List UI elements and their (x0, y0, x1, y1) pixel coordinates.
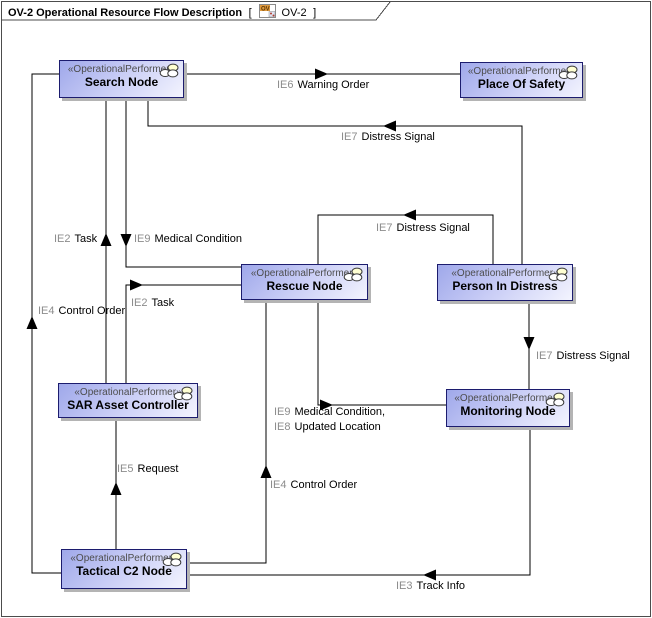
stereotype-label: «OperationalPerformer» (467, 66, 576, 77)
node-sar-asset-controller[interactable]: «OperationalPerformer» SAR Asset Control… (58, 383, 198, 418)
flow-name: Warning Order (297, 79, 370, 91)
performer-icon (173, 386, 193, 401)
flow-id: IE2 (54, 233, 71, 245)
flow-id: IE7 (341, 131, 358, 143)
flow-id: IE7 (536, 350, 553, 362)
flow-name: Task (151, 297, 175, 309)
connector-ie2-task-to-search-node[interactable] (100, 98, 112, 383)
flow-id: IE9 (134, 233, 151, 245)
flow-name: Medical Condition, (294, 406, 386, 418)
flow-name: Distress Signal (396, 222, 470, 234)
connector-ie4-control-order-to-search-node[interactable] (26, 73, 62, 574)
bracket-open-text: [ (248, 7, 252, 19)
flow-name: Medical Condition (154, 233, 242, 245)
node-name: Tactical C2 Node (76, 564, 172, 578)
flow-id: IE2 (131, 297, 148, 309)
connector-ie6-warning-order[interactable] (184, 68, 460, 80)
stereotype-label: «OperationalPerformer» (250, 268, 359, 279)
node-name: SAR Asset Controller (67, 398, 189, 412)
stereotype-label: «OperationalPerformer» (67, 64, 176, 75)
connector-ie7-distress-signal-to-monitoring-node[interactable] (523, 301, 535, 389)
node-name: Place Of Safety (477, 77, 566, 91)
node-person-in-distress[interactable]: «OperationalPerformer» Person In Distres… (437, 264, 573, 301)
node-search-node[interactable]: «OperationalPerformer» Search Node (59, 60, 184, 98)
connector-ie5-request[interactable] (110, 418, 122, 549)
node-monitoring-node[interactable]: «OperationalPerformer» Monitoring Node (446, 389, 570, 427)
performer-icon (545, 392, 565, 407)
flow-id: IE4 (38, 305, 55, 317)
flow-name: Task (74, 233, 98, 245)
svg-text:OV: OV (261, 7, 270, 13)
node-place-of-safety[interactable]: «OperationalPerformer» Place Of Safety (460, 62, 583, 98)
node-tactical-c2-node[interactable]: «OperationalPerformer» Tactical C2 Node (61, 549, 187, 589)
flow-name: Control Order (58, 305, 126, 317)
flow-id: IE5 (117, 463, 134, 475)
connector-ie7-distress-signal-to-search-node[interactable] (147, 98, 523, 264)
performer-icon (343, 267, 363, 282)
stereotype-label: «OperationalPerformer» (454, 393, 562, 404)
flow-id: IE7 (376, 222, 393, 234)
diagram-kind-label: OV-2 (281, 7, 307, 19)
flow-name: Control Order (290, 479, 358, 491)
ov2-diagram-icon: OV (259, 4, 277, 18)
flow-name: Track Info (416, 580, 466, 592)
flow-id: IE6 (277, 79, 294, 91)
node-rescue-node[interactable]: «OperationalPerformer» Rescue Node (241, 264, 368, 300)
connector-ie3-track-info[interactable] (187, 427, 531, 581)
flow-id: IE9 (274, 406, 291, 418)
stereotype-label: «OperationalPerformer» (74, 387, 182, 398)
connector-ie4-control-order-to-rescue-node[interactable] (187, 299, 272, 564)
connector-ie9-ie8-to-monitoring-node[interactable] (317, 299, 446, 411)
bracket-close-text: ] (313, 7, 317, 19)
flow-name: Distress Signal (361, 131, 435, 143)
connector-ie9-medical-condition-to-rescue-node[interactable] (120, 98, 242, 268)
flow-name: Distress Signal (556, 350, 630, 362)
node-name: Rescue Node (266, 279, 343, 293)
title-tab-edge (2, 1, 391, 21)
node-name: Monitoring Node (460, 404, 556, 418)
connector-ie7-distress-signal-to-rescue-node[interactable] (317, 209, 494, 265)
node-name: Person In Distress (452, 279, 558, 293)
performer-icon (159, 63, 179, 78)
performer-icon (162, 552, 182, 567)
stereotype-label: «OperationalPerformer» (70, 553, 178, 564)
flow-id: IE4 (270, 479, 287, 491)
flow-name: Updated Location (294, 421, 381, 433)
performer-icon (558, 65, 578, 80)
stereotype-label: «OperationalPerformer» (451, 268, 559, 279)
flow-id: IE8 (274, 421, 291, 433)
diagram-title: OV-2 Operational Resource Flow Descripti… (8, 7, 243, 19)
flow-name: Request (137, 463, 179, 475)
diagram-title-tab[interactable]: OV-2 Operational Resource Flow Descripti… (8, 4, 318, 19)
connector-ie2-task-to-rescue-node[interactable] (125, 279, 241, 384)
performer-icon (548, 267, 568, 282)
node-name: Search Node (84, 75, 159, 89)
flow-id: IE3 (396, 580, 413, 592)
